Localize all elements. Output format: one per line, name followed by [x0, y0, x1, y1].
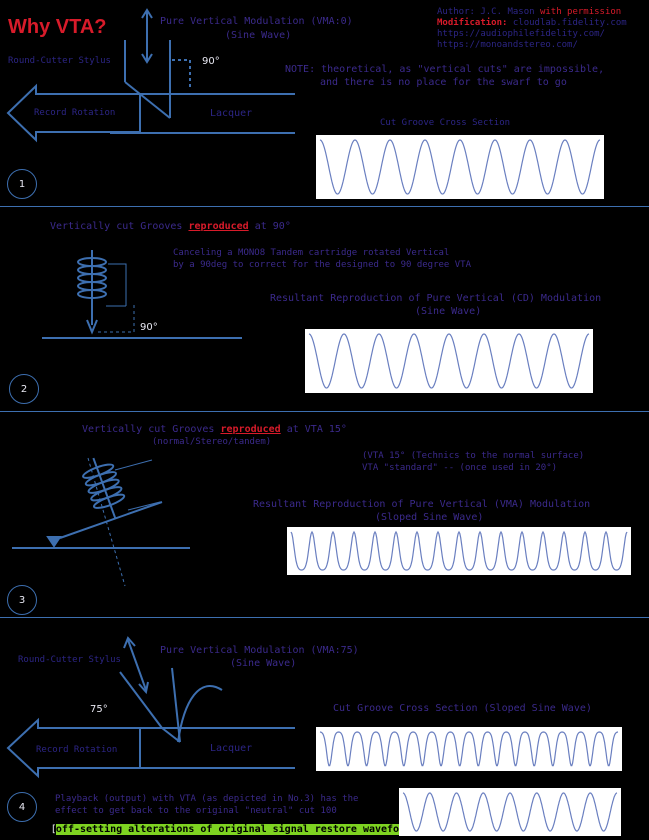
panel3-waveform: [287, 527, 631, 575]
panel3-sloped-sine-path: [290, 530, 628, 571]
panel2-angle: 90°: [140, 322, 158, 333]
panel2-result-2: (Sine Wave): [415, 306, 482, 317]
credit-line-1: Author: J.C. Mason with permission: [437, 7, 622, 17]
panel2-sine-path: [308, 333, 590, 389]
panel1-number: 1: [7, 169, 37, 199]
panel1-angle-marker: [172, 59, 191, 88]
panel3-result-1: Resultant Reproduction of Pure Vertical …: [253, 499, 591, 510]
panel2-body-2: by a 90deg to correct for the designed t…: [173, 260, 472, 270]
panel4-angle: 75°: [90, 704, 108, 715]
panel4-swarf-curve: [177, 685, 223, 743]
panel4-lacquer: Lacquer: [210, 743, 253, 754]
panel4-playback-2: effect to get back to the original "neut…: [55, 806, 337, 816]
panel1-sine-path: [319, 139, 601, 195]
panel2-heading: Vertically cut Grooves reproduced at 90°: [50, 221, 291, 232]
panel3-bracket-top: [114, 459, 153, 471]
panel4-arrow-head-up: [123, 636, 136, 649]
panel2-body-1: Canceling a MONO8 Tandem cartridge rotat…: [173, 248, 450, 258]
panel1-arrow-head-down: [141, 53, 153, 64]
page-title: Why VTA?: [8, 16, 107, 38]
panel3-heading-2: (normal/Stereo/tandem): [152, 437, 272, 447]
panel1-arrow-head-up: [141, 8, 153, 19]
panel1-label-top: Pure Vertical Modulation (VMA:0): [160, 16, 353, 27]
panel1-stylus-label: Round-Cutter Stylus: [8, 56, 111, 66]
panel2-bracket: [108, 263, 127, 306]
panel1-section-label: Cut Groove Cross Section: [380, 118, 511, 128]
panel4-sloped-sine-path: [319, 731, 619, 767]
credit-line-4[interactable]: https://monoandstereo.com/: [437, 40, 578, 50]
panel3-body-2: VTA "standard" -- (once used in 20°): [362, 463, 558, 473]
divider-1: [0, 206, 649, 207]
panel4-stylus-tip: [161, 727, 181, 743]
panel1-stylus-blade: [124, 81, 171, 119]
panel2-number: 2: [9, 374, 39, 404]
panel3-number: 3: [7, 585, 37, 615]
panel3-body-1: (VTA 15° (Technics to the normal surface…: [362, 451, 585, 461]
panel1-lacquer: Lacquer: [210, 108, 253, 119]
panel3-heading: Vertically cut Grooves reproduced at VTA…: [82, 424, 347, 435]
divider-3: [0, 617, 649, 618]
panel1-direction: Record Rotation: [34, 108, 116, 118]
credit-line-2: Modification: cloudlab.fidelity.com: [437, 18, 627, 28]
credit-line-3[interactable]: https://audiophilefidelity.com/: [437, 29, 605, 39]
panel4-vertical-arrow: [127, 639, 147, 691]
panel3-arm: [59, 501, 163, 539]
panel4-playback-1: Playback (output) with VTA (as depicted …: [55, 794, 359, 804]
panel3-result-2: (Sloped Sine Wave): [375, 512, 484, 523]
panel1-label-top2: (Sine Wave): [225, 30, 292, 41]
panel1-direction-arrow: [6, 83, 141, 143]
panel3-stylus-tip: [46, 536, 62, 548]
panel4-arrow-head-down: [138, 681, 149, 695]
panel2-angle-marker: [98, 305, 135, 333]
panel4-section-label: Cut Groove Cross Section (Sloped Sine Wa…: [333, 703, 592, 714]
panel4-label-top: Pure Vertical Modulation (VMA:75): [160, 645, 359, 656]
panel4-direction-arrow: [6, 717, 141, 779]
panel4-direction: Record Rotation: [36, 745, 118, 755]
panel2-stylus-tip: [86, 319, 98, 335]
panel4-stylus-left: [119, 671, 163, 729]
panel4-highlight: [off-setting alterations of original sig…: [52, 824, 415, 835]
panel3-cartridge: [82, 457, 126, 519]
panel4-result-sine-path: [402, 792, 618, 832]
panel4-number: 4: [7, 792, 37, 822]
panel4-label-top2: (Sine Wave): [230, 658, 297, 669]
panel1-note-2: and there is no place for the swarf to g…: [320, 77, 567, 88]
panel2-result-1: Resultant Reproduction of Pure Vertical …: [270, 293, 602, 304]
panel1-angle: 90°: [202, 56, 220, 67]
panel4-stylus-label: Round-Cutter Stylus: [18, 655, 121, 665]
panel4-stylus-shank: [171, 667, 181, 743]
divider-2: [0, 411, 649, 412]
panel3-bracket-bottom: [127, 501, 161, 511]
panel1-note-1: NOTE: theoretical, as "vertical cuts" ar…: [285, 64, 605, 75]
